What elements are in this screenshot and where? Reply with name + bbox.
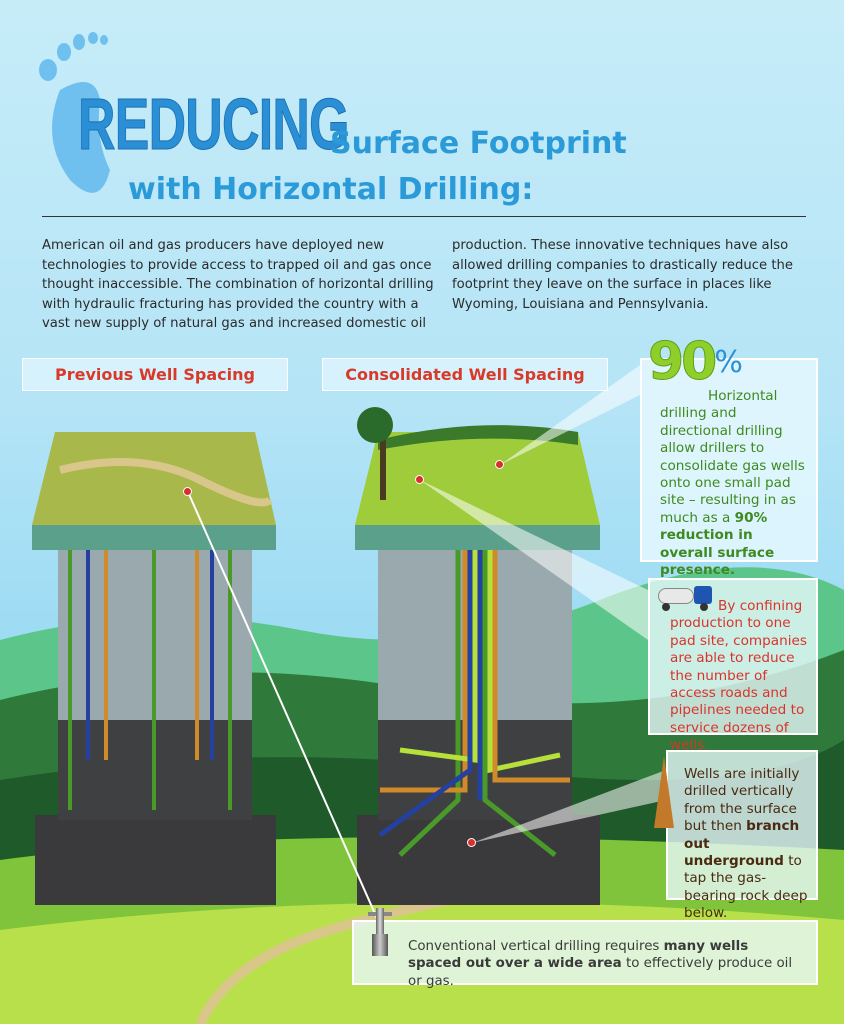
tanker-truck-icon	[658, 586, 718, 612]
callout-text: Wells are initially drilled vertically f…	[684, 766, 800, 835]
consolidated-spacing-block	[355, 407, 600, 905]
footprint-icon	[39, 32, 110, 193]
marker-dot	[415, 475, 424, 484]
callout-text-end: to effectively produce oil or gas.	[408, 956, 793, 989]
callout-text: Conventional vertical drilling requires	[408, 939, 664, 954]
percent-sign: %	[714, 345, 742, 380]
marker-dot	[467, 838, 476, 847]
callout-90-percent: 90% Horizontal drilling and directional …	[640, 336, 818, 578]
percent-figure: 90%	[647, 336, 742, 389]
callout-bold-text: many wells spaced out over a wide area	[408, 939, 749, 972]
callout-conventional-drilling: Conventional vertical drilling requires …	[352, 908, 818, 989]
callout-bold-text: 90% reduction in overall surface presenc…	[660, 509, 775, 579]
callout-text: By confining production to one pad site,…	[670, 598, 807, 754]
percent-number: 90	[647, 332, 717, 392]
callout-text-end: to tap the gas-bearing rock deep below.	[684, 853, 808, 922]
label-consolidated-spacing: Consolidated Well Spacing	[322, 358, 608, 391]
marker-dot	[495, 460, 504, 469]
drilling-rig-icon	[654, 756, 674, 828]
callout-access-roads: By confining production to one pad site,…	[648, 578, 818, 753]
intro-column-2: production. These innovative techniques …	[452, 238, 793, 312]
callout-bold-text: branch out underground	[684, 818, 800, 870]
label-previous-spacing: Previous Well Spacing	[22, 358, 288, 391]
marker-dot	[183, 487, 192, 496]
wellhead-icon	[368, 908, 392, 958]
callout-text: Horizontal drilling and directional dril…	[660, 388, 805, 526]
intro-column-1: American oil and gas producers have depl…	[42, 238, 434, 331]
previous-spacing-block	[32, 432, 276, 905]
title-line3: with Horizontal Drilling:	[128, 172, 534, 207]
title-line2: Surface Footprint	[330, 126, 627, 161]
title-reducing: REDUCING	[78, 85, 350, 166]
callout-branch-underground: Wells are initially drilled vertically f…	[654, 750, 818, 921]
divider	[42, 216, 806, 217]
